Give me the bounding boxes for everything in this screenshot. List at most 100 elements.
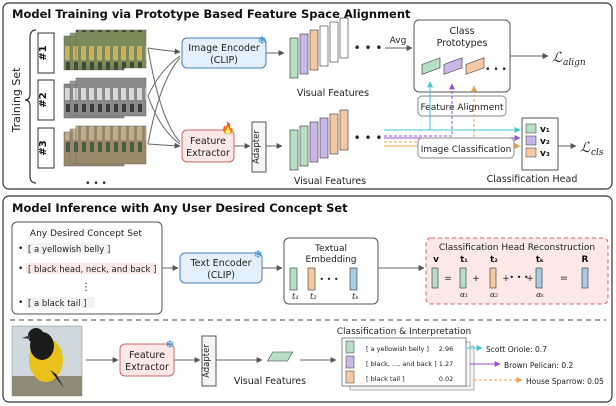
recon-alpha-k: αₖ [536, 290, 544, 299]
head-vector-2: v₂ [540, 137, 550, 147]
fan-arrows [147, 47, 181, 149]
row-label-1: #1 [38, 45, 49, 60]
row-label-2-box [37, 79, 55, 121]
query-bird-image [11, 325, 83, 397]
concept-bullet-2: • [18, 264, 23, 274]
concept-2-bg [26, 263, 156, 274]
head-vector-1: v₁ [540, 125, 550, 135]
concept-set-title: Any Desired Concept Set [30, 229, 143, 239]
training-title: Model Training via Prototype Based Featu… [12, 7, 411, 21]
reconstruction-title: Classification Head Reconstruction [439, 243, 595, 253]
visual-features-1: • • • [289, 17, 383, 79]
feature-extractor-sub: Extractor [186, 148, 230, 159]
prototype-dots: • • • [485, 65, 507, 75]
recon-op-5: = [560, 273, 568, 284]
loss-cls-symbol: ℒ [580, 140, 591, 156]
visual-feature-vector [267, 351, 294, 362]
recon-alpha-2: α₂ [490, 290, 498, 299]
prediction-3: House Sparrow: 0.05 [526, 377, 604, 386]
concept-1: [ a yellowish belly ] [28, 245, 110, 255]
prediction-2: Brown Pelican: 0.2 [504, 361, 574, 370]
image-stack-row-1 [63, 29, 147, 71]
adapter-box [251, 121, 267, 173]
table-row-3-score: 0.02 [439, 375, 453, 383]
concept-bullet-1: • [18, 244, 23, 254]
table-row-2-score: 1.27 [439, 360, 453, 368]
training-set-label: Training Set [10, 67, 23, 134]
classification-head [521, 117, 559, 171]
loss-cls-sub: cls [591, 148, 604, 158]
loss-align-sub: align [563, 58, 586, 68]
prediction-1: Scott Oriole: 0.7 [486, 345, 547, 354]
frozen-snowflake-icon-2: ❄ [253, 248, 262, 261]
recon-dots: • • • [509, 273, 528, 282]
reconstruction-box [425, 237, 609, 305]
emb-label-2: t₂ [310, 292, 317, 302]
avg-label: Avg [390, 36, 407, 46]
image-stack-row-2 [63, 77, 147, 119]
visual-features-label-3: Visual Features [234, 376, 306, 387]
embedding-vectors [289, 267, 358, 291]
adapter-label-2: Adapter [202, 344, 212, 378]
recon-term-1: t₁ [460, 255, 468, 265]
concept-dots: ⋮ [81, 282, 91, 293]
textual-embedding-label: Textual [314, 244, 347, 254]
classification-head-label: Classification Head [487, 174, 578, 185]
class-prototypes-label: Class [450, 26, 475, 37]
recon-v: v [433, 255, 439, 265]
feature-extractor-label-2: Feature [129, 350, 165, 361]
concept-2: [ black head, neck, and back ] [28, 265, 156, 275]
recon-term-2: t₂ [490, 255, 498, 265]
feature-alignment-label: Feature Alignment [421, 103, 504, 113]
concept-bullet-3: • [18, 298, 23, 308]
recon-op-1: = [444, 274, 452, 284]
recon-R: R [582, 255, 589, 265]
image-encoder-label: Image Encoder [188, 43, 260, 54]
visual-features-2: • • • [289, 109, 382, 171]
table-row-2-concept: [ black, ..., and back ] [366, 360, 437, 368]
loss-align-symbol: ℒ [552, 50, 563, 66]
visual-features-1-label: Visual Features [297, 88, 369, 99]
class-prototypes-sub: Prototypes [437, 38, 488, 49]
image-encoder-sub: (CLIP) [210, 55, 238, 66]
feature-extractor-label: Feature [190, 136, 226, 147]
recon-op-3: + [502, 274, 510, 284]
inference-title: Model Inference with Any User Desired Co… [12, 201, 348, 215]
row-label-2: #2 [38, 92, 49, 107]
textual-embedding-sub: Embedding [305, 255, 356, 265]
adapter-box-2 [201, 335, 217, 387]
concept-3-bg [26, 297, 94, 308]
head-vector-3: v₃ [540, 149, 550, 159]
row-ellipsis: • • • [85, 179, 107, 189]
table-row-3-concept: [ black tail ] [366, 375, 405, 383]
emb-dots: • • • [319, 275, 338, 284]
image-classification-label: Image Classification [421, 145, 512, 155]
text-encoder-label: Text Encoder [189, 258, 251, 269]
image-stack-row-3 [63, 125, 147, 167]
frozen-snowflake-icon: ❄ [257, 34, 266, 47]
svg-text:• • •: • • • [354, 41, 383, 55]
recon-vectors [431, 267, 589, 289]
table-row-1-concept: [ a yellowish belly ] [366, 345, 429, 353]
training-set-brace [24, 29, 37, 184]
emb-label-k: tₖ [352, 292, 359, 302]
trainable-fire-icon: 🔥 [221, 122, 235, 135]
row-label-3-box [37, 127, 55, 169]
table-row-1-score: 2.96 [439, 345, 453, 353]
feature-alignment-box [417, 95, 507, 117]
recon-op-4: + [526, 274, 534, 284]
emb-label-1: t₁ [292, 292, 299, 302]
adapter-label: Adapter [252, 130, 262, 164]
recon-term-k: tₖ [536, 255, 544, 265]
frozen-snowflake-icon-3: ❄ [165, 338, 174, 351]
text-encoder-sub: (CLIP) [207, 270, 235, 281]
recon-op-2: + [472, 274, 480, 284]
concept-1-bg [26, 243, 108, 254]
visual-features-2-label: Visual Features [294, 176, 366, 187]
classification-interpretation-title: Classification & Interpretation [337, 327, 471, 337]
prototype-cubes [421, 57, 485, 75]
recon-alpha-1: α₁ [460, 290, 468, 299]
feature-extractor-sub-2: Extractor [125, 362, 169, 373]
